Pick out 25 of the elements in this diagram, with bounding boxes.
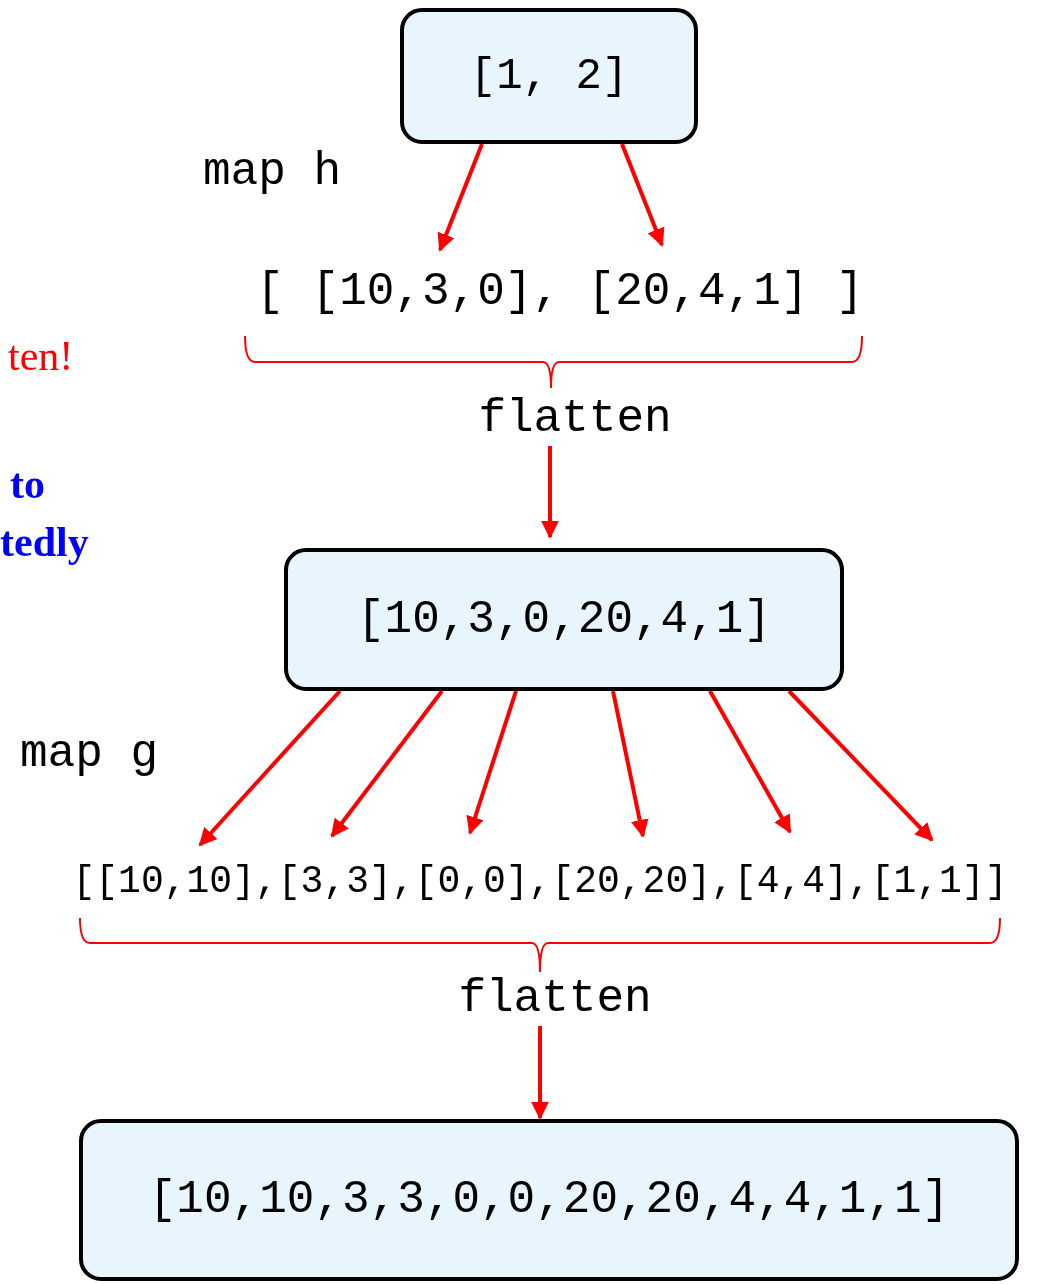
list-text: [[10,10],[3,3],[0,0],[20,20],[4,4],[1,1]]	[72, 859, 1008, 903]
operation-label: map g	[20, 728, 159, 780]
arrow	[620, 143, 665, 247]
process-box	[79, 1119, 1019, 1281]
arrow	[198, 689, 342, 847]
box-text: [1, 2]	[469, 51, 629, 101]
operation-text: flatten	[458, 973, 652, 1025]
arrow	[466, 690, 518, 835]
arrow	[531, 1026, 549, 1120]
process-box	[400, 8, 698, 144]
arrow	[330, 689, 444, 838]
arrow	[787, 689, 934, 842]
list-text: [ [10,3,0], [20,4,1] ]	[256, 266, 864, 318]
box-text: [10,10,3,3,0,0,20,20,4,4,1,1]	[148, 1174, 950, 1226]
arrow	[611, 690, 649, 838]
box-text: [10,3,0,20,4,1]	[356, 593, 772, 646]
note-text: tedly	[0, 518, 89, 566]
note-text: to	[10, 460, 45, 508]
operation-label: map h	[203, 146, 342, 198]
process-box	[284, 548, 844, 691]
operation-text: flatten	[478, 393, 672, 445]
arrow	[541, 446, 559, 539]
arrow	[437, 143, 484, 252]
note-text: ten!	[8, 332, 74, 380]
arrow	[708, 690, 792, 834]
